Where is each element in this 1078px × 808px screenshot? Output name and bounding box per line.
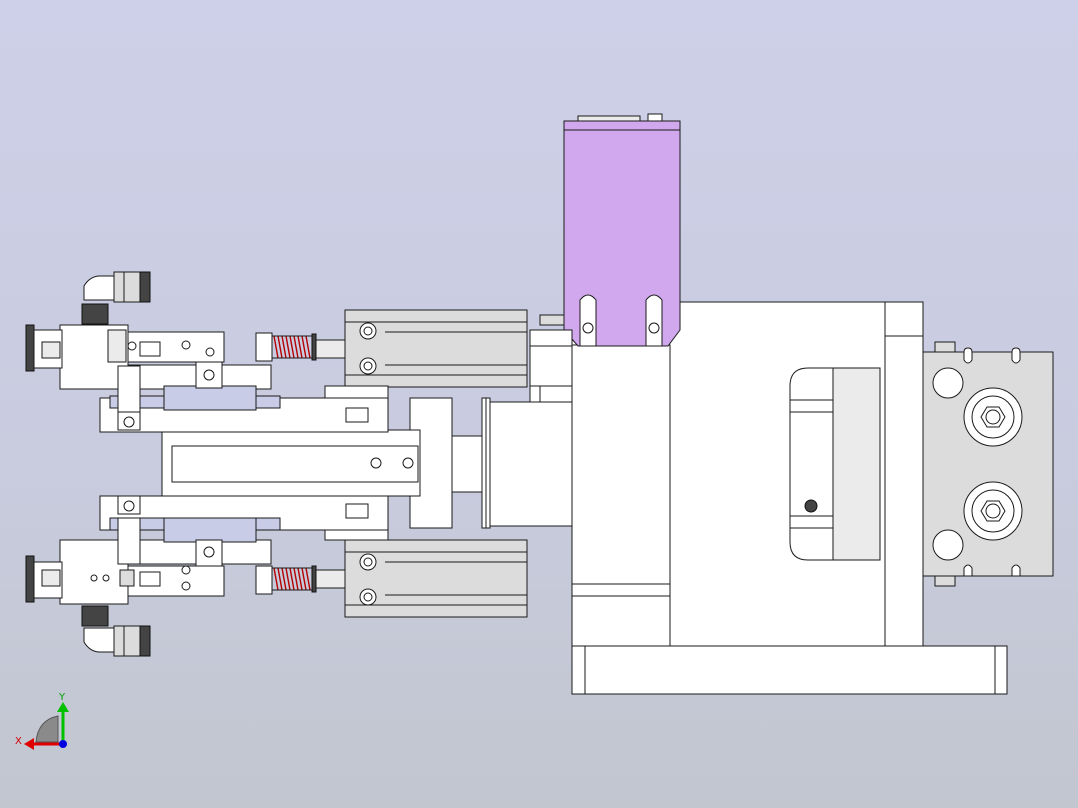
hex-bolt-icon — [963, 387, 1023, 447]
finger-lower[interactable] — [25, 517, 272, 657]
finger-upper[interactable] — [25, 271, 272, 413]
pneumatic-cylinder-bottom[interactable] — [315, 539, 528, 618]
base-plate[interactable] — [571, 645, 1008, 695]
center-shaft[interactable] — [409, 397, 573, 529]
gripper-body[interactable] — [99, 385, 421, 541]
y-axis-label: Y — [58, 692, 66, 703]
spring-top — [255, 332, 317, 362]
pneumatic-cylinder-top[interactable] — [315, 309, 528, 388]
orientation-triad: Y X — [15, 692, 69, 750]
main-frame-block[interactable] — [571, 301, 924, 647]
x-axis-label: X — [15, 736, 22, 747]
side-mounting-block[interactable] — [922, 341, 1054, 587]
screw-hole-icon — [804, 499, 818, 513]
spring-bottom — [255, 565, 317, 595]
hex-bolt-icon — [963, 481, 1023, 541]
servo-motor[interactable] — [563, 113, 681, 347]
